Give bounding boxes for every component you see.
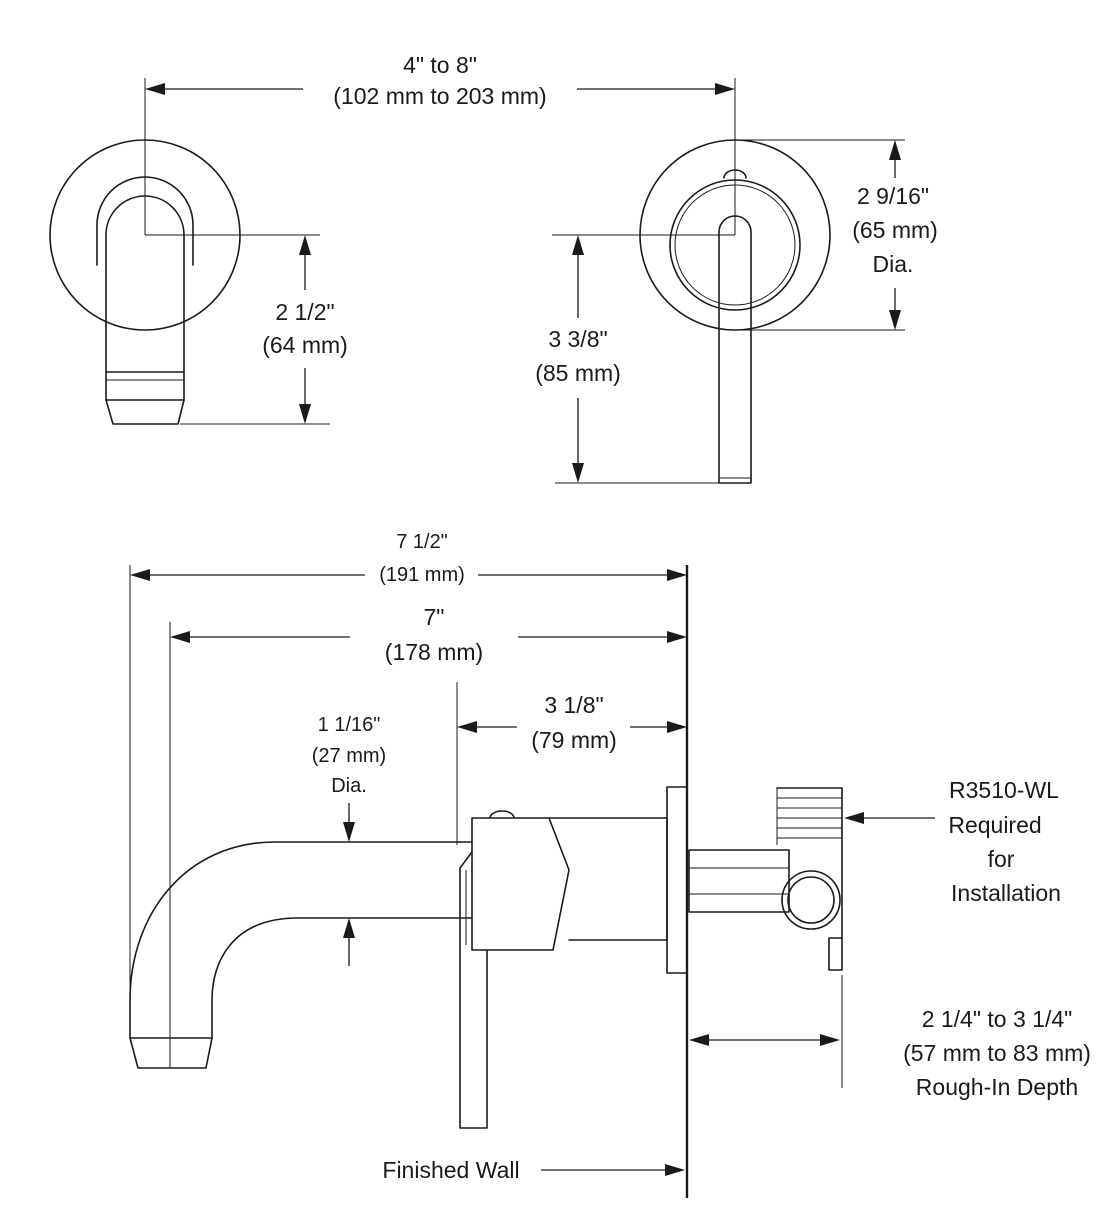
spout-diameter-label-dia: Dia. bbox=[331, 775, 367, 797]
center-spread-label-imperial: 4" to 8" bbox=[403, 52, 477, 78]
body-depth-label-imperial: 3 1/8" bbox=[544, 692, 603, 718]
spout-side bbox=[129, 841, 473, 1069]
rough-in-dimension bbox=[689, 975, 843, 1088]
body-depth-label-metric: (79 mm) bbox=[531, 727, 617, 753]
valve-assembly bbox=[666, 786, 843, 974]
escutcheon-diameter-label-imperial: 2 9/16" bbox=[857, 183, 929, 209]
valve-note-installation: Installation bbox=[951, 880, 1061, 906]
spout-reach-label-imperial: 7" bbox=[424, 604, 445, 630]
overall-length-label-imperial: 7 1/2" bbox=[396, 531, 448, 553]
valve-body bbox=[471, 810, 668, 951]
handle-lever-side bbox=[459, 851, 488, 1129]
spout-reach-dimension bbox=[169, 622, 687, 1068]
finished-wall-label: Finished Wall bbox=[382, 1157, 519, 1183]
spout-diameter-label-imperial: 1 1/16" bbox=[318, 714, 381, 736]
spout-diameter-label-metric: (27 mm) bbox=[312, 745, 386, 767]
spout-height-label-imperial: 2 1/2" bbox=[275, 299, 334, 325]
valve-note-required: Required bbox=[948, 812, 1041, 838]
overall-length-dimension bbox=[129, 565, 687, 1035]
spout-reach-label-metric: (178 mm) bbox=[385, 639, 483, 665]
valve-note-leader bbox=[844, 812, 935, 824]
handle-height-dimension bbox=[552, 234, 735, 484]
handle-height-label-imperial: 3 3/8" bbox=[548, 326, 607, 352]
rough-in-label-caption: Rough-In Depth bbox=[916, 1074, 1078, 1100]
escutcheon-diameter-label-metric: (65 mm) bbox=[852, 217, 938, 243]
escutcheon-diameter-dimension bbox=[735, 139, 905, 331]
spout-height-label-metric: (64 mm) bbox=[262, 332, 348, 358]
spout-diameter-dimension bbox=[343, 803, 355, 966]
center-spread-label-metric: (102 mm to 203 mm) bbox=[333, 83, 546, 109]
handle-height-label-metric: (85 mm) bbox=[535, 360, 621, 386]
body-depth-dimension bbox=[456, 682, 687, 845]
center-spread-dimension bbox=[144, 78, 736, 235]
rough-in-label-metric: (57 mm to 83 mm) bbox=[903, 1040, 1091, 1066]
rough-in-label-imperial: 2 1/4" to 3 1/4" bbox=[922, 1006, 1073, 1032]
escutcheon-diameter-label-dia: Dia. bbox=[873, 251, 914, 277]
overall-length-label-metric: (191 mm) bbox=[379, 564, 465, 586]
spout-height-dimension bbox=[145, 234, 330, 425]
finished-wall-leader bbox=[541, 1164, 685, 1176]
valve-note-for: for bbox=[988, 846, 1015, 872]
valve-note-model: R3510-WL bbox=[949, 777, 1059, 803]
